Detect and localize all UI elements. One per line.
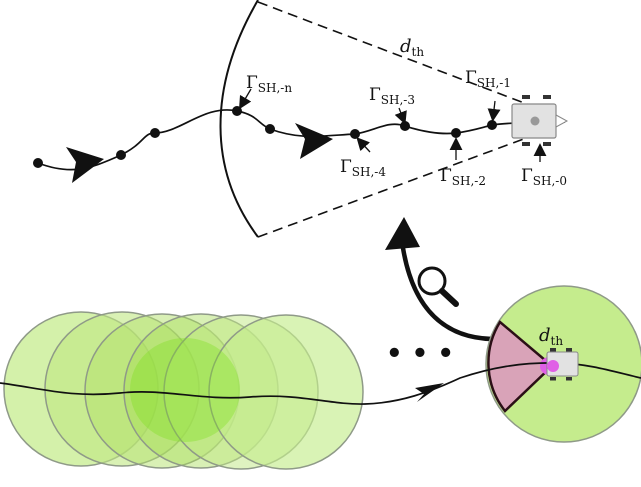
trajectory-node <box>487 120 497 130</box>
trajectory-node <box>400 121 410 131</box>
sensing-circle <box>208 314 364 470</box>
wedge-upper-boundary <box>257 1 549 113</box>
history-label-sh-4: ΓSH,-4 <box>340 157 386 179</box>
robot-icon <box>511 95 569 146</box>
trajectory-path <box>37 109 565 171</box>
history-label-sh-0: ΓSH,-0 <box>521 166 567 188</box>
robot-icon <box>546 348 579 381</box>
history-label-sh-1: ΓSH,-1 <box>465 68 511 90</box>
flow-arrow-right <box>295 123 333 159</box>
trajectory-node <box>265 124 275 134</box>
pointer-arrow <box>394 107 407 125</box>
pointer-arrow <box>356 137 371 153</box>
overview-distance-label: dth <box>539 325 563 348</box>
overlap-highlight <box>130 338 240 442</box>
ellipsis: • • • <box>386 339 454 369</box>
history-label-sh-3: ΓSH,-3 <box>369 85 415 107</box>
flow-arrow-left <box>66 147 104 183</box>
trajectory-node <box>350 129 360 139</box>
overview: • • • dth <box>0 285 641 470</box>
history-label-sh-n: ΓSH,-n <box>246 73 292 95</box>
history-label-sh-2: ΓSH,-2 <box>440 166 486 188</box>
zoom-arrow <box>385 217 493 342</box>
trajectory-node <box>33 158 43 168</box>
distance-threshold-label: dth <box>400 36 424 59</box>
sensing-arc <box>219 0 259 238</box>
overview-flow-arrow <box>415 383 444 402</box>
trajectory-node <box>451 128 461 138</box>
trajectory-node <box>116 150 126 160</box>
pointer-arrow <box>487 100 501 122</box>
trajectory-node <box>150 128 160 138</box>
sensing-sector <box>487 320 554 413</box>
magnifier-icon <box>417 266 459 307</box>
zoom-view: dth ΓSH,-n ΓSH,-3 ΓSH,-1 ΓSH,-4 ΓSH,-2 Γ… <box>33 0 569 238</box>
wedge-lower-boundary <box>257 129 549 238</box>
trajectory-node <box>232 106 242 116</box>
pointer-arrow <box>239 88 252 110</box>
